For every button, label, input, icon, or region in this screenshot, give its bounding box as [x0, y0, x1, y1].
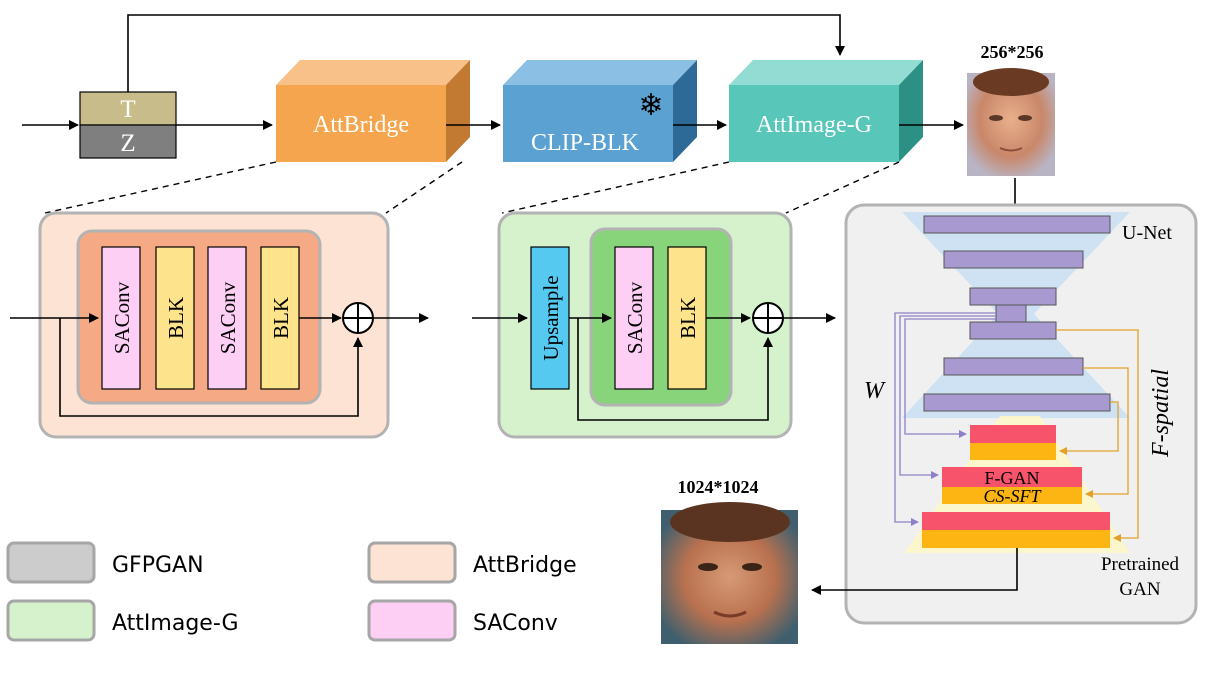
- legend-label-gfpgan: GFPGAN: [112, 553, 204, 578]
- legend: GFPGAN AttBridge AttImage-G SAConv: [6, 541, 577, 642]
- upsample-label: Upsample: [539, 275, 563, 360]
- z-label: Z: [120, 130, 135, 157]
- clip-blk-block: CLIP-BLK ❄: [503, 60, 697, 162]
- attbridge-expand-line-left: [44, 161, 277, 214]
- attimage-blk-label: BLK: [676, 297, 700, 339]
- large-image-size: 1024*1024: [678, 477, 759, 497]
- attimage-expand-line-right: [785, 161, 900, 214]
- legend-swatch-gfpgan: [6, 541, 96, 584]
- attbridge-sum-icon: [342, 302, 374, 334]
- legend-swatch-attimage: [6, 599, 96, 642]
- pretrained-gan-label-2: GAN: [1119, 579, 1160, 600]
- legend-label-attimage: AttImage-G: [112, 611, 239, 636]
- legend-swatch-attbridge: [367, 541, 457, 584]
- unet-bars: [923, 215, 1111, 412]
- attbridge-saconv-2-label: SAConv: [216, 281, 240, 354]
- attbridge-detail-panel: SAConv BLK SAConv BLK: [38, 211, 390, 439]
- attimage-g-block: AttImage-G: [729, 60, 923, 162]
- large-face-image: [661, 502, 798, 644]
- upsample-block: [530, 246, 570, 390]
- attimage-saconv: [614, 246, 654, 390]
- attbridge-blk-1: [155, 246, 195, 390]
- attbridge-expand-line-right: [385, 161, 463, 214]
- attimage-saconv-label: SAConv: [623, 281, 647, 354]
- gan-layers: [922, 425, 1110, 548]
- attbridge-blk-2: [260, 246, 300, 390]
- attbridge-block: AttBridge: [276, 60, 470, 162]
- attimage-blk: [667, 246, 707, 390]
- tz-block: T Z: [79, 91, 177, 159]
- attimage-sum-icon: [752, 302, 784, 334]
- f-spatial-label: F-spatial: [1148, 369, 1174, 458]
- legend-swatch-saconv: [367, 599, 457, 642]
- fgan-label: F-GAN: [984, 468, 1039, 488]
- legend-label-attbridge: AttBridge: [473, 553, 577, 578]
- pretrained-gan-label-1: Pretrained: [1101, 554, 1180, 575]
- attimage-residual-line: [577, 318, 773, 421]
- attbridge-saconv-1-label: SAConv: [110, 281, 134, 354]
- attbridge-label: AttBridge: [313, 112, 409, 138]
- unet-label: U-Net: [1122, 222, 1172, 244]
- attbridge-blk-1-label: BLK: [164, 297, 188, 339]
- attimage-g-label: AttImage-G: [756, 112, 872, 138]
- small-image-size: 256*256: [981, 42, 1044, 62]
- cssft-label: CS-SFT: [983, 486, 1042, 506]
- attbridge-saconv-1: [101, 246, 141, 390]
- clip-blk-label: CLIP-BLK: [531, 130, 640, 156]
- attbridge-residual-line: [59, 318, 363, 417]
- legend-label-saconv: SAConv: [473, 611, 558, 636]
- attimage-detail-panel: Upsample SAConv BLK: [497, 211, 793, 439]
- t-label: T: [120, 96, 135, 123]
- spatial-feature-lines: [1056, 329, 1139, 542]
- snowflake-icon: ❄: [638, 88, 663, 123]
- w-label: W: [864, 378, 886, 404]
- small-face-image: [967, 68, 1055, 176]
- skip-connection-line: [127, 14, 845, 92]
- attbridge-blk-2-label: BLK: [269, 297, 293, 339]
- attimage-expand-line-left: [501, 161, 730, 214]
- w-latent-lines: [894, 312, 996, 526]
- attbridge-saconv-2: [207, 246, 247, 390]
- gan-to-output-arrow: [811, 548, 1018, 595]
